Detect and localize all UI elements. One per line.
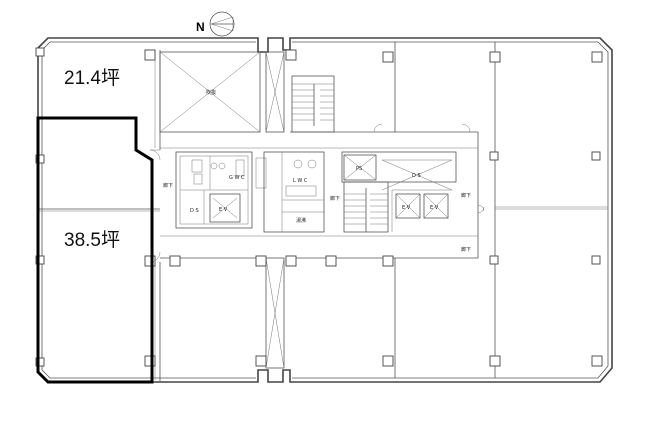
- structural-columns: [35, 47, 603, 367]
- corridor-mid-label: 廊下: [330, 195, 340, 202]
- gents-wc-label: G W C: [229, 175, 245, 181]
- ladies-wc-label: L W C: [293, 178, 308, 184]
- core-left: G W C D S E V 廊下: [163, 151, 267, 229]
- unit-highlight-outline: [36, 116, 154, 384]
- building-outline: [37, 37, 613, 383]
- unit-area-21-4: 21.4坪: [64, 67, 120, 89]
- ev-right-label: E V: [430, 205, 439, 211]
- upper-staircase: [291, 75, 335, 133]
- void-label: 吹抜: [206, 89, 216, 96]
- ds-right-label: D S: [412, 173, 421, 179]
- core-right: PS D S E V E V 廊下 廊下: [341, 151, 471, 253]
- doors: [149, 123, 485, 263]
- north-arrow-icon: N: [196, 11, 235, 37]
- ev-left-label: E V: [219, 207, 228, 213]
- ds-left-label: D S: [190, 208, 199, 214]
- shafts: [265, 51, 285, 369]
- void-area: 吹抜: [159, 51, 261, 133]
- lower-staircase: [343, 181, 389, 233]
- corridor-right-label: 廊下: [461, 192, 471, 199]
- cleaning-room-label: 湯沸: [296, 217, 306, 224]
- core-middle: L W C 湯沸 廊下: [263, 151, 340, 233]
- unit-area-38-5: 38.5坪: [64, 229, 120, 251]
- ev-mid-label: E V: [402, 205, 411, 211]
- compass-label: N: [196, 20, 205, 34]
- corridor-left-label: 廊下: [163, 182, 173, 189]
- corridor-bottom-label: 廊下: [461, 246, 471, 253]
- ps-label: PS: [356, 166, 362, 172]
